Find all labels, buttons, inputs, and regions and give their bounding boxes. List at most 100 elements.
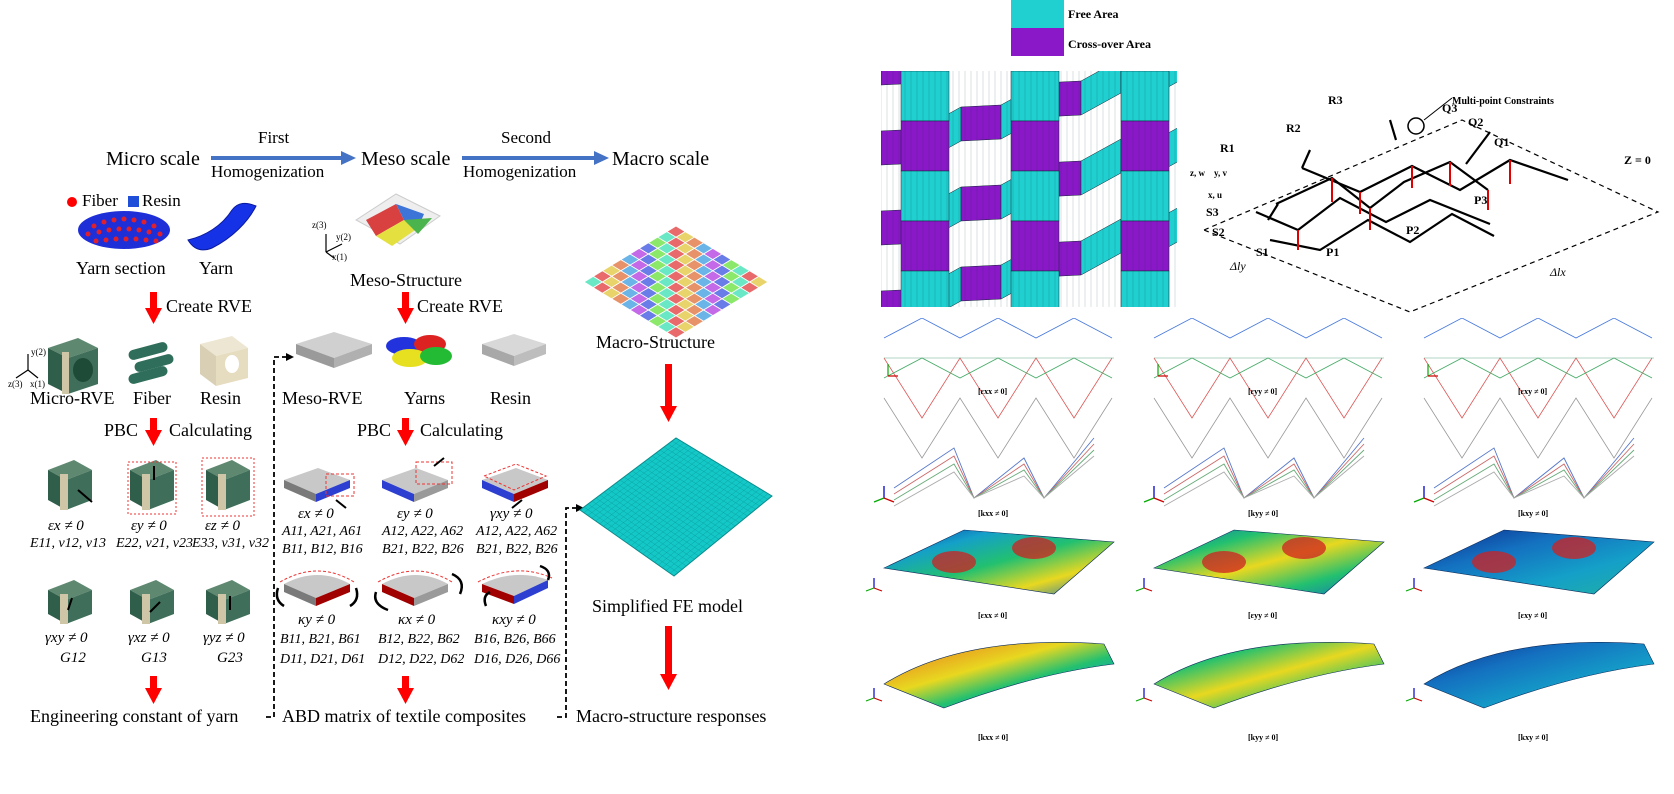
point-label: R1: [1220, 141, 1235, 155]
yarn-section-image: [78, 211, 170, 249]
panel-caption: [kxy ≠ 0]: [1518, 509, 1549, 518]
micro-scale-label: Micro scale: [106, 148, 200, 170]
wireframe-3d-panel: [873, 437, 1095, 507]
point-label: P3: [1474, 193, 1487, 207]
panel-caption: [kxx ≠ 0]: [978, 509, 1009, 518]
meso-case-strain: κx ≠ 0: [398, 612, 436, 628]
contour-panel: [865, 529, 1115, 595]
fe-model-label: Simplified FE model: [592, 596, 743, 616]
panel-caption: [kyy ≠ 0]: [1248, 733, 1279, 742]
yarns-label: Yarns: [404, 388, 446, 408]
micro-case-strain: εx ≠ 0: [48, 518, 84, 534]
dly-label: Δly: [1229, 259, 1246, 273]
meso-axes-icon: [325, 234, 343, 259]
micro-case-strain: γxy ≠ 0: [45, 630, 88, 646]
meso-case-l2: D16, D26, D66: [474, 652, 561, 667]
micro-case-strain: γxz ≠ 0: [128, 630, 170, 646]
meso-case-l2: B21, B22, B26: [382, 542, 464, 557]
free-area-swatch: [1011, 0, 1064, 28]
meso-case-l1: A12, A22, A62: [476, 524, 558, 539]
micro-result-label: Engineering constant of yarn: [30, 706, 239, 726]
panel-caption: [εxy ≠ 0]: [1518, 611, 1547, 620]
red-arrows: [145, 292, 677, 704]
micro-case-props: G13: [141, 650, 167, 666]
meso-case-l1: B12, B22, B62: [378, 632, 460, 647]
woven-mesh-image: [881, 71, 1177, 307]
dlx-label: Δlx: [1549, 265, 1566, 279]
meso-case-l2: D11, D21, D61: [280, 652, 366, 667]
wireframe-panel: [1423, 318, 1654, 459]
micro-axes-icon: [15, 354, 39, 379]
meso-calculating-label: Calculating: [420, 420, 503, 440]
point-label: P1: [1326, 245, 1339, 259]
meso-structure-image: [355, 193, 441, 246]
micro-case-strain: εy ≠ 0: [131, 518, 167, 534]
axis-label: y, v: [1214, 168, 1228, 178]
resin-legend-label: Resin: [142, 191, 181, 210]
z0-label: Z = 0: [1624, 153, 1651, 167]
result-panels: [εxx ≠ 0][εyy ≠ 0][εxy ≠ 0][kxx ≠ 0][kyy…: [865, 318, 1655, 742]
panel-caption: [kxy ≠ 0]: [1518, 733, 1549, 742]
second-arrow-head: [594, 151, 609, 165]
yarns-image: [386, 335, 452, 367]
wireframe-3d-panel: [1143, 437, 1365, 507]
fiber-label: Fiber: [133, 388, 171, 408]
resin-label: Resin: [200, 388, 242, 408]
yarn-image: [187, 202, 257, 251]
contour-panel: [1405, 529, 1655, 595]
resin-square: [128, 196, 139, 207]
meso-case-strain: γxy ≠ 0: [490, 506, 533, 522]
fe-model-image: [579, 437, 773, 577]
micro-rve-label: Micro-RVE: [30, 388, 115, 408]
resin-image: [200, 336, 248, 386]
multipoint-label: Multi-point Constraints: [1452, 96, 1554, 107]
point-label: R3: [1328, 93, 1343, 107]
micro-case-strain: γyz ≠ 0: [203, 630, 245, 646]
cross-area-label: Cross-over Area: [1068, 37, 1151, 51]
meso-case-strain: κxy ≠ 0: [492, 612, 536, 628]
micro-case-props: E11, ν12, ν13: [30, 536, 106, 551]
micro-axis-y: y(2): [31, 347, 46, 357]
meso-axis-z: z(3): [312, 220, 327, 230]
meso-resin-image: [482, 334, 546, 366]
meso-create-rve-label: Create RVE: [417, 296, 504, 316]
micro-case-props: E33, ν31, ν32: [192, 536, 269, 551]
wireframe-3d-panel: [1413, 437, 1635, 507]
yarn-section-label: Yarn section: [76, 258, 166, 278]
point-label: S1: [1256, 245, 1269, 259]
micro-calculating-label: Calculating: [169, 420, 252, 440]
constraint-diagram: Multi-point Constraints Z = 0 R1 R2 R3 Q…: [1190, 93, 1660, 313]
macro-scale-label: Macro scale: [612, 148, 710, 170]
point-label: R2: [1286, 121, 1301, 135]
meso-case-l1: B11, B21, B61: [280, 632, 361, 647]
second-homog-bottom: Homogenization: [463, 162, 577, 181]
point-label: Q2: [1468, 115, 1483, 129]
micro-pbc-label: PBC: [104, 420, 139, 440]
meso-case-strain: εx ≠ 0: [298, 506, 334, 522]
meso-rve-image: [296, 332, 372, 368]
meso-case-l2: B21, B22, B26: [476, 542, 558, 557]
wireframe-panel: [883, 318, 1114, 459]
contour-panel: [1405, 642, 1655, 709]
micro-case-props: G23: [217, 650, 243, 666]
micro-case-cubes: [48, 457, 255, 624]
meso-resin-label: Resin: [490, 388, 532, 408]
yarn-label: Yarn: [199, 258, 234, 278]
axis-label: z, w: [1190, 168, 1205, 178]
meso-result-label: ABD matrix of textile composites: [282, 706, 526, 726]
homogenization-arrows: [15, 151, 773, 718]
meso-case-strain: κy ≠ 0: [298, 612, 336, 628]
micro-rve-image: [48, 338, 98, 394]
micro-case-props: E22, ν21, ν23: [116, 536, 193, 551]
point-label: Q3: [1442, 101, 1457, 115]
meso-case-l1: A12, A22, A62: [382, 524, 464, 539]
meso-case-plates: [275, 457, 553, 612]
micro-axis-x: x(1): [30, 379, 45, 389]
panel-caption: [εxy ≠ 0]: [1518, 387, 1547, 396]
meso-case-l1: A11, A21, A61: [282, 524, 363, 539]
free-area-label: Free Area: [1068, 7, 1119, 21]
fiber-image: [128, 342, 174, 384]
meso-structure-label: Meso-Structure: [350, 270, 462, 290]
panel-caption: [kyy ≠ 0]: [1248, 509, 1279, 518]
micro-create-rve-label: Create RVE: [166, 296, 253, 316]
